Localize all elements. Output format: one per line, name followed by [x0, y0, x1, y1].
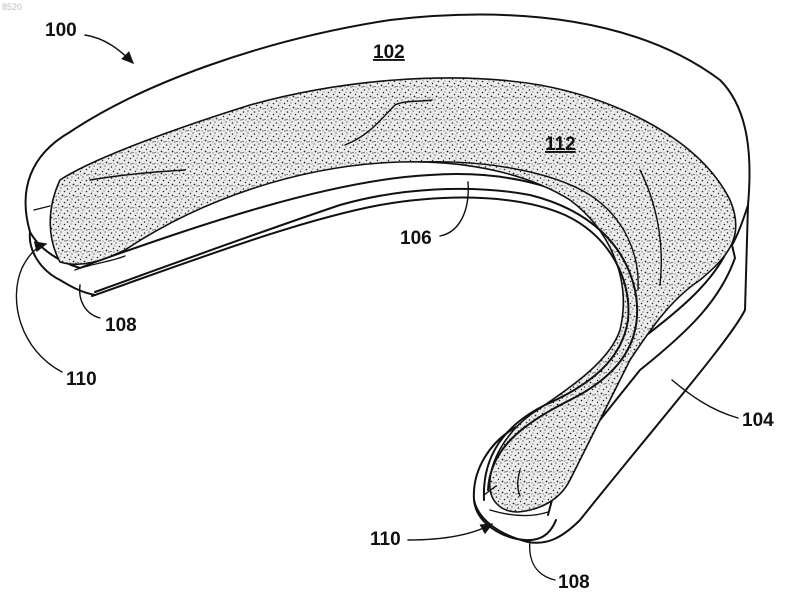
left-tip-mark: [34, 206, 50, 210]
leader-110-right: [408, 524, 492, 540]
leader-100: [85, 35, 133, 63]
filler-stippled-region: [50, 78, 736, 512]
label-filler: 112: [545, 134, 576, 155]
label-top-surface: 102: [373, 42, 405, 63]
label-inner-wall: 106: [400, 228, 432, 249]
scan-stamp: 8520: [2, 2, 22, 12]
label-outer-wall: 104: [742, 410, 774, 431]
label-end-left: 108: [105, 315, 137, 336]
label-device: 100: [45, 20, 77, 41]
leader-104: [672, 380, 738, 418]
label-tip-right: 110: [370, 529, 401, 550]
label-end-right: 108: [558, 572, 590, 593]
label-tip-left: 110: [66, 369, 97, 390]
leader-108-right: [530, 540, 555, 580]
leader-106: [440, 182, 468, 236]
leader-108-left: [80, 285, 100, 318]
